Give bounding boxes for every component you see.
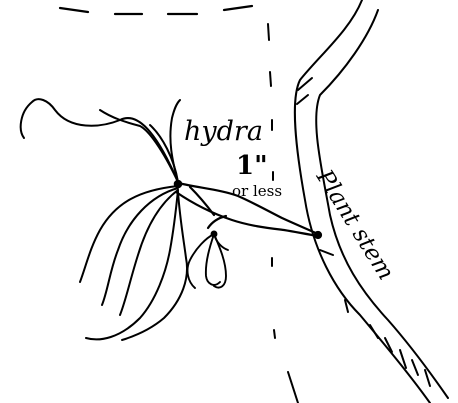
size-note-label: or less bbox=[232, 182, 282, 200]
plant-stem bbox=[295, 0, 448, 403]
plant-stem-label: Plant stem bbox=[310, 165, 398, 285]
hydra-bud bbox=[188, 232, 228, 289]
dashed-outline-top bbox=[60, 6, 252, 14]
hydra-label: hydra bbox=[184, 116, 263, 147]
size-label: 1" bbox=[236, 151, 268, 181]
hydra-tentacles bbox=[21, 99, 187, 340]
